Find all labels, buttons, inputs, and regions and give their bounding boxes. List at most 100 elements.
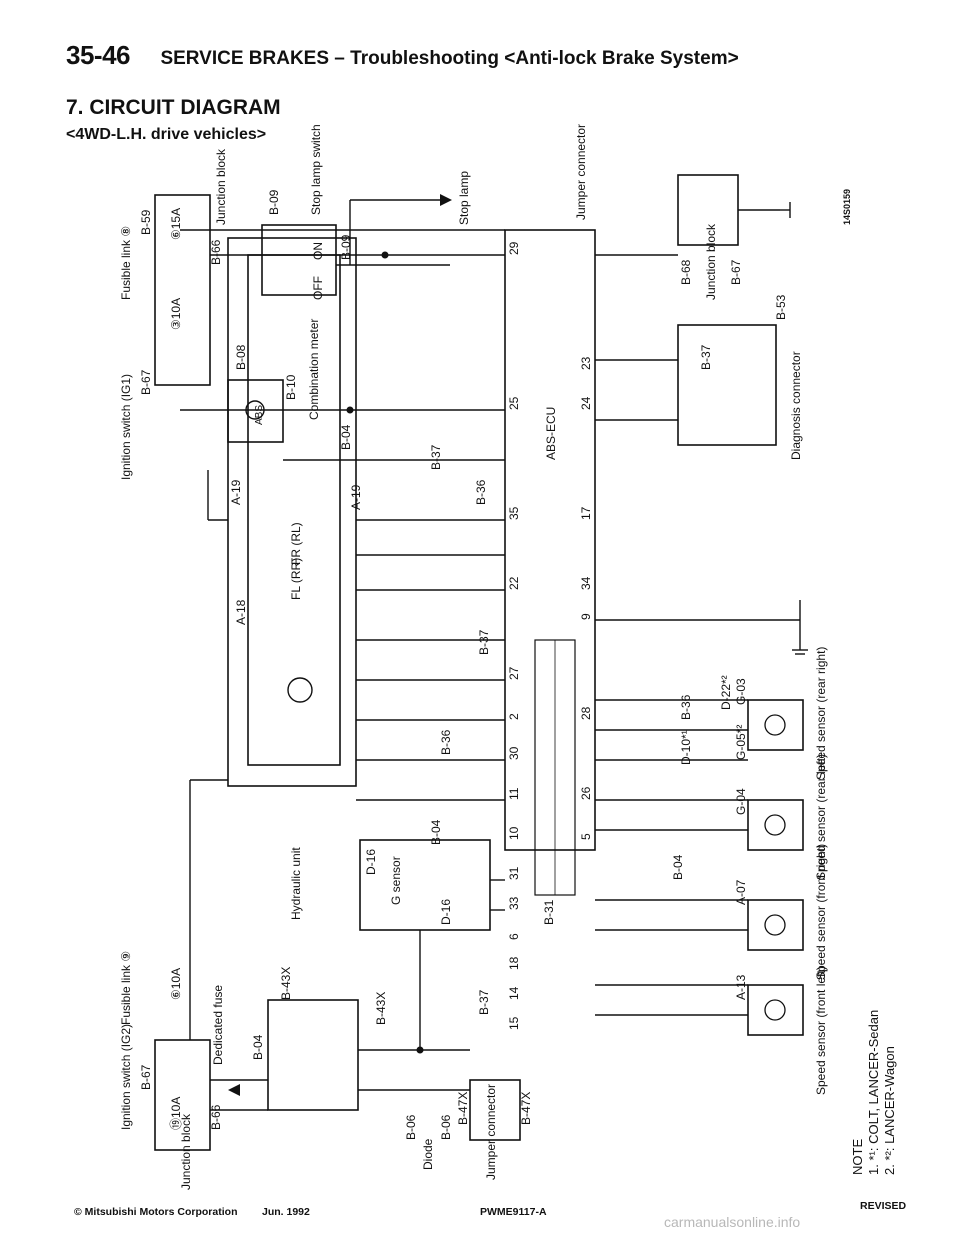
- label-dedicated-fuse: Dedicated fuse: [211, 985, 225, 1065]
- label-fuse-10a-top: ③10A: [169, 298, 183, 330]
- label-ignition-ig2: Ignition switch (IG2): [119, 1024, 133, 1130]
- footer-copyright: © Mitsubishi Motors Corporation: [74, 1206, 238, 1218]
- label-stop-lamp: Stop lamp: [457, 171, 471, 225]
- label-abs: ABS: [254, 405, 265, 425]
- footer-code: PWME9117-A: [480, 1206, 547, 1218]
- label-speed-rl: Speed sensor (rear left): [814, 754, 828, 880]
- label-b37-b: B-37: [477, 629, 491, 655]
- label-a18: A-18: [234, 599, 248, 625]
- label-d10: D-10*¹: [679, 730, 693, 765]
- label-g-sensor: G sensor: [389, 856, 403, 905]
- ecu-pin-label: 22: [507, 576, 521, 590]
- ecu-pin-label: 10: [507, 826, 521, 840]
- label-junction-block-low: Junction block: [179, 1113, 193, 1190]
- label-b67-r: B-67: [729, 259, 743, 285]
- ecu-pin-label: 2: [507, 713, 521, 720]
- watermark: carmanualsonline.info: [664, 1214, 801, 1230]
- page-number: 35-46: [66, 40, 131, 70]
- label-b04-b: B-04: [429, 819, 443, 845]
- label-b09: B-09: [267, 189, 281, 215]
- label-a19b: A-19: [349, 484, 363, 510]
- label-abs-ecu: ABS-ECU: [544, 407, 558, 460]
- label-speed-fl: Speed sensor (front left): [814, 966, 828, 1095]
- label-b04-a: B-04: [339, 424, 353, 450]
- ecu-pin-label: 27: [507, 666, 521, 680]
- ecu-pin-label: 34: [579, 576, 593, 590]
- ecu-pin-label: 5: [579, 833, 593, 840]
- ecu-pin-label: 6: [507, 933, 521, 940]
- ecu-pin-label: 30: [507, 746, 521, 760]
- label-ignition-ig1: Ignition switch (IG1): [119, 374, 133, 480]
- label-speed-fr: Speed sensor (front right): [814, 844, 828, 980]
- label-d16b: D-16: [439, 899, 453, 925]
- label-b37-c: B-37: [477, 989, 491, 1015]
- label-junction-block-r: Junction block: [704, 223, 718, 300]
- label-b43x: B-43X: [279, 967, 293, 1000]
- label-fuse-10a-ded: ⑥10A: [169, 968, 183, 1000]
- label-jumper-connector-top: Jumper connector: [574, 124, 588, 220]
- section-title: 7. CIRCUIT DIAGRAM: [66, 96, 281, 119]
- label-g03: G-03: [734, 678, 748, 705]
- ecu-pin-label: 11: [507, 787, 521, 800]
- hydraulic-unit-box: [227, 237, 357, 787]
- label-b08: B-08: [234, 344, 248, 370]
- label-fr-rl: FR (RL): [289, 522, 303, 565]
- footer-revised: REVISED: [860, 1200, 907, 1212]
- label-b43xb: B-43X: [374, 992, 388, 1025]
- label-b66-low: B-66: [209, 1104, 223, 1130]
- label-b66-top: B-66: [209, 239, 223, 265]
- label-code: 14S0159: [842, 189, 852, 225]
- ecu-pin-label: 9: [579, 613, 593, 620]
- ecu-pin-label: 26: [579, 786, 593, 800]
- label-b67-top: B-67: [139, 369, 153, 395]
- label-fl-rr: FL (RR): [289, 558, 303, 600]
- label-d16: D-16: [364, 849, 378, 875]
- label-b36-c: B-36: [679, 694, 693, 720]
- page-title: SERVICE BRAKES – Troubleshooting <Anti-l…: [160, 48, 739, 69]
- label-b31: B-31: [542, 899, 556, 925]
- label-b04-c: B-04: [251, 1034, 265, 1060]
- label-b67-low: B-67: [139, 1064, 153, 1090]
- label-b47xb: B-47X: [519, 1092, 533, 1125]
- ecu-pin-label: 17: [579, 506, 593, 520]
- label-speed-rr: Speed sensor (rear right): [814, 647, 828, 780]
- label-fuse-10a-ig2: ⑲10A: [169, 1097, 183, 1130]
- ecu-pin-label: 14: [507, 986, 521, 1000]
- ecu-pin-label: 25: [507, 396, 521, 410]
- notes-title: NOTE: [850, 1139, 865, 1175]
- label-junction-block-top: Junction block: [214, 148, 228, 225]
- label-jumper-connector-low: Jumper connector: [484, 1084, 498, 1180]
- label-b36-a: B-36: [474, 479, 488, 505]
- label-b10: B-10: [284, 374, 298, 400]
- label-hydraulic-unit: Hydraulic unit: [289, 847, 303, 920]
- ecu-pin-label: 29: [507, 241, 521, 255]
- label-a07: A-07: [734, 879, 748, 905]
- label-b53: B-53: [774, 294, 788, 320]
- section-subtitle: <4WD-L.H. drive vehicles>: [66, 126, 267, 143]
- label-b06b: B-06: [439, 1114, 453, 1140]
- label-a19: A-19: [229, 479, 243, 505]
- label-g05: G-05*²: [734, 725, 748, 760]
- label-b06: B-06: [404, 1114, 418, 1140]
- label-b68: B-68: [679, 259, 693, 285]
- ecu-pin-label: 24: [579, 396, 593, 410]
- label-fusible-link-8: Fusible link ⑧: [119, 226, 133, 300]
- label-fuse-15a: ⑥15A: [169, 208, 183, 240]
- ecu-pin-label: 31: [507, 866, 521, 880]
- label-b36-b: B-36: [439, 729, 453, 755]
- footer-date: Jun. 1992: [262, 1206, 310, 1218]
- ecu-pin-label: 28: [579, 706, 593, 720]
- label-a13: A-13: [734, 974, 748, 1000]
- abs-ecu-box: [504, 229, 596, 851]
- label-diode: Diode: [421, 1138, 435, 1170]
- ecu-pin-label: 33: [507, 896, 521, 910]
- label-fusible-link-9: Fusible link ⑨: [119, 951, 133, 1025]
- ecu-pin-label: 18: [507, 956, 521, 970]
- label-b37-a: B-37: [429, 444, 443, 470]
- label-d22: D-22*²: [719, 675, 733, 710]
- label-combination-meter: Combination meter: [307, 319, 321, 420]
- label-b09b: B-09: [339, 234, 353, 260]
